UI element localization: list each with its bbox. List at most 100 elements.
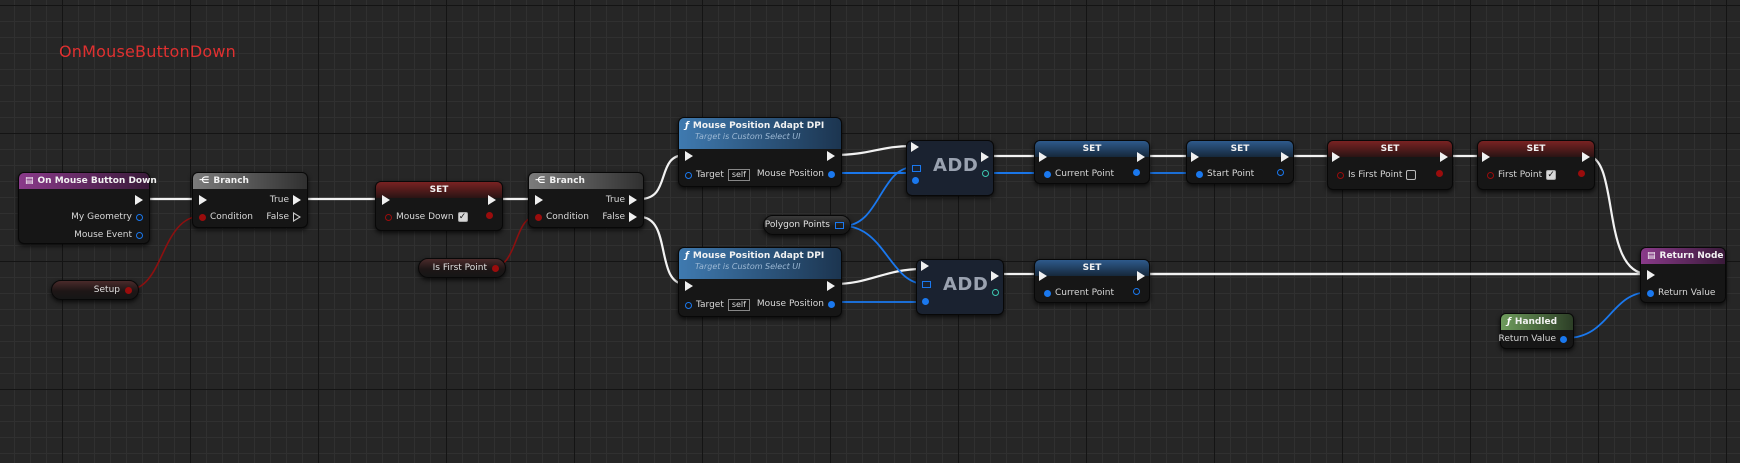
pin-label: True (269, 195, 289, 205)
exec-arrow-icon (629, 212, 637, 222)
exec-input-pin[interactable] (911, 142, 919, 152)
pin-label: Target (696, 300, 724, 310)
node-title: Mouse Position Adapt DPI (692, 121, 825, 131)
exec-output-pin[interactable] (1281, 152, 1289, 162)
node-title: SET (1380, 144, 1400, 154)
node-subtitle: Target is Custom Select UI (695, 132, 801, 141)
exec-input-pin[interactable] (921, 261, 929, 271)
return-node[interactable]: ▤Return Node Return Value (1640, 247, 1726, 303)
exec-wire (832, 144, 914, 157)
node-title: SET (1082, 263, 1102, 273)
array-wire (842, 225, 926, 285)
branch-icon: ⋲ (199, 176, 210, 186)
bool-pin-icon (199, 213, 206, 221)
exec-output-pin[interactable] (827, 281, 835, 291)
exec-input-pin[interactable] (1039, 152, 1047, 162)
add-label: ADD (933, 155, 979, 176)
pin-label: False (602, 212, 625, 222)
set-current-point-node-2[interactable]: SET Current Point (1034, 259, 1150, 303)
set-is-first-point-node[interactable]: SET Is First Point (1327, 140, 1453, 190)
pin-label: Condition (546, 212, 589, 222)
event-node-on-mouse-button-down[interactable]: ▤On Mouse Button Down My Geometry Mouse … (18, 172, 157, 244)
exec-input-pin[interactable] (685, 281, 693, 291)
struct-pin-icon (1560, 335, 1567, 343)
exec-input-pin[interactable] (1647, 270, 1655, 280)
exec-input-pin[interactable] (382, 195, 390, 205)
set-current-point-node-1[interactable]: SET Current Point (1034, 140, 1150, 184)
exec-input-pin[interactable] (199, 195, 207, 205)
array-add-node-2[interactable]: ADD (916, 259, 1004, 315)
exec-arrow-icon (1332, 152, 1340, 162)
exec-arrow-icon (135, 195, 143, 205)
exec-input-pin[interactable] (1039, 271, 1047, 281)
exec-arrow-icon (921, 261, 929, 271)
exec-arrow-icon (981, 152, 989, 162)
node-title: SET (1230, 144, 1250, 154)
vector-pin-icon (1133, 288, 1140, 295)
set-mouse-down-node[interactable]: SET Mouse Down✓ (375, 181, 503, 231)
is-first-point-variable-getter[interactable]: Is First Point (418, 258, 506, 278)
exec-input-pin[interactable] (1332, 152, 1340, 162)
exec-output-pin[interactable] (1582, 152, 1590, 162)
checkbox-checked[interactable]: ✓ (457, 212, 468, 222)
exec-arrow-icon (293, 212, 301, 222)
exec-output-pin[interactable] (488, 195, 496, 205)
node-title: SET (1526, 144, 1546, 154)
exec-input-pin[interactable] (535, 195, 543, 205)
exec-input-pin[interactable] (1482, 152, 1490, 162)
variable-label: Setup (93, 285, 120, 295)
exec-output-pin[interactable] (1137, 152, 1145, 162)
branch-node-2[interactable]: ⋲Branch Condition True False (528, 172, 644, 228)
checkbox-checked[interactable]: ✓ (1546, 170, 1557, 180)
setup-variable-getter[interactable]: Setup (51, 280, 139, 300)
exec-input-pin[interactable] (685, 151, 693, 161)
return-icon: ▤ (1647, 251, 1656, 261)
node-title: Return Node (1659, 251, 1724, 261)
node-title: SET (429, 185, 449, 195)
function-icon: ƒ (1507, 317, 1511, 327)
pin-label: False (266, 212, 289, 222)
vector-wire (1565, 291, 1651, 339)
checkbox-unchecked[interactable] (1406, 170, 1417, 180)
array-add-node-1[interactable]: ADD (906, 140, 994, 196)
bool-pin-icon (125, 286, 132, 294)
struct-pin-icon (136, 213, 143, 221)
exec-arrow-icon (1137, 152, 1145, 162)
exec-arrow-icon (382, 195, 390, 205)
pin-label: Return Value (1498, 334, 1556, 344)
object-pin-icon (685, 171, 692, 179)
set-start-point-node[interactable]: SET Start Point (1186, 140, 1294, 184)
bool-pin-icon (535, 213, 542, 221)
exec-arrow-icon (1191, 152, 1199, 162)
array-pin-icon (912, 165, 921, 172)
exec-arrow-icon (1582, 152, 1590, 162)
array-pin-icon (922, 281, 931, 288)
exec-output-pin[interactable] (1137, 271, 1145, 281)
exec-output-pin[interactable] (135, 195, 143, 205)
exec-output-pin[interactable] (981, 152, 989, 162)
int-pin-icon (992, 289, 999, 296)
self-value: self (727, 169, 750, 181)
exec-output-pin[interactable] (1440, 152, 1448, 162)
int-pin-icon (982, 170, 989, 177)
branch-node-1[interactable]: ⋲Branch Condition True False (192, 172, 308, 228)
set-first-point-node[interactable]: SET First Point✓ (1477, 140, 1595, 190)
exec-arrow-icon (1039, 271, 1047, 281)
pin-label: Mouse Position (756, 299, 824, 309)
vector-pin-icon (1133, 169, 1140, 176)
pin-label: Is First Point (1348, 170, 1403, 180)
vector-pin-icon (828, 170, 835, 178)
exec-input-pin[interactable] (1191, 152, 1199, 162)
exec-arrow-icon (991, 271, 999, 281)
exec-output-pin[interactable] (827, 151, 835, 161)
vector-pin-icon (912, 177, 919, 184)
polygon-points-variable-getter[interactable]: Polygon Points (763, 215, 851, 235)
exec-output-pin[interactable] (991, 271, 999, 281)
pin-label: Mouse Position (756, 169, 824, 179)
vector-pin-icon (1196, 170, 1203, 178)
pin-label: Mouse Event (74, 230, 132, 240)
